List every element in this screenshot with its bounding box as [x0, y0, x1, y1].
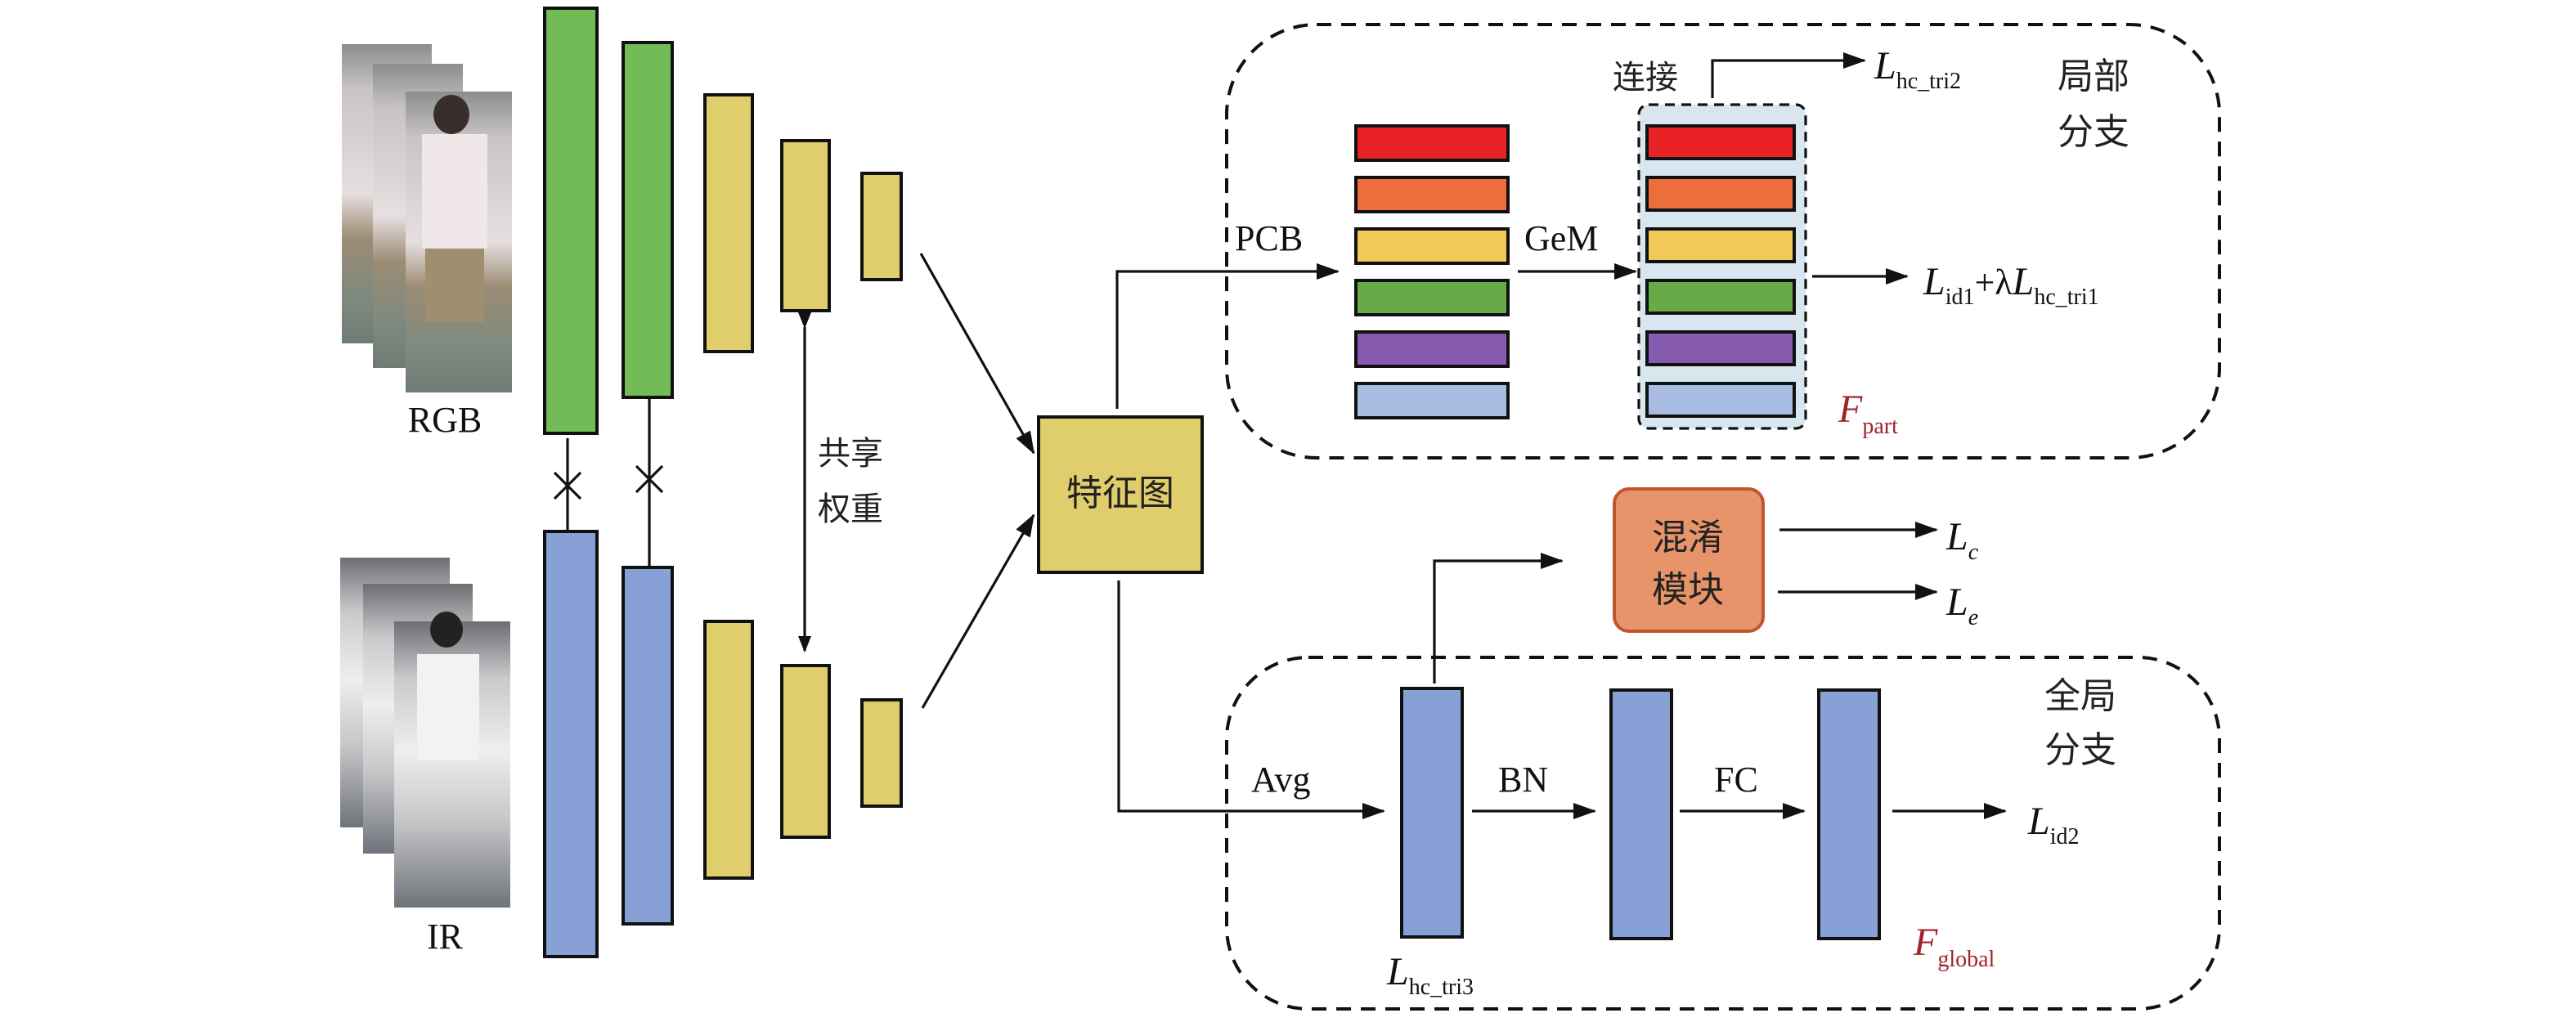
unshared-connectors — [553, 397, 664, 567]
person-shorts — [425, 249, 484, 322]
ir-label: IR — [427, 917, 464, 957]
confusion-module-label-2: 模块 — [1652, 569, 1724, 611]
rgb-stage-2 — [622, 41, 674, 399]
person-shirt — [422, 134, 487, 249]
shared-stage-3-rgb — [703, 93, 754, 353]
loss-hc-tri3: Lhc_tri3 — [1386, 950, 1474, 1000]
concat-label: 连接 — [1613, 59, 1678, 96]
ir-to-feature-arrow — [921, 513, 1035, 709]
person-head — [430, 612, 463, 648]
bn-label: BN — [1498, 760, 1548, 800]
local-branch-title-2: 分支 — [2058, 111, 2129, 153]
confusion-module-box — [1613, 487, 1765, 633]
rgb-stage-1 — [543, 7, 599, 435]
ir-stage-2 — [622, 566, 674, 926]
global-branch-title-2: 分支 — [2044, 729, 2116, 771]
pcb-stripe-5 — [1354, 330, 1510, 368]
pcb-stripe-3 — [1354, 227, 1510, 265]
bn-feature — [1609, 688, 1673, 940]
ir-stage-1 — [543, 530, 599, 958]
global-pooled-feature — [1400, 687, 1464, 939]
loss-hc-tri2: Lhc_tri2 — [1874, 44, 1961, 94]
rgb-label: RGB — [408, 400, 482, 440]
feature-map-label: 特征图 — [1066, 473, 1174, 514]
shared-stage-4-rgb — [780, 139, 831, 312]
feature-to-avg-arrow — [1117, 580, 1385, 819]
person-head — [433, 95, 469, 134]
confusion-module-label-1: 混淆 — [1652, 517, 1724, 558]
gem-stripe-3 — [1645, 227, 1796, 263]
ir-image-stack — [340, 558, 510, 908]
shared-weights-label-1: 共享 — [818, 435, 883, 473]
pcb-stripes — [1354, 124, 1510, 419]
local-branch-title-1: 局部 — [2058, 56, 2129, 97]
feature-to-pcb-arrow — [1115, 263, 1340, 409]
gem-stripes — [1645, 124, 1796, 418]
fc-label: FC — [1714, 760, 1758, 800]
avg-label: Avg — [1251, 760, 1311, 800]
pcb-stripe-4 — [1354, 279, 1510, 316]
local-branch-container — [1225, 23, 2221, 459]
f-part-label: Fpart — [1838, 388, 1898, 439]
concat-to-loss-arrow — [1711, 52, 1866, 98]
gem-stripe-2 — [1645, 176, 1796, 212]
pcb-stripe-2 — [1354, 176, 1510, 213]
shared-stage-3-ir — [703, 620, 754, 880]
loss-id2: Lid2 — [2027, 800, 2079, 849]
person-shirt — [417, 654, 479, 760]
loss-id1-hc-tri1: Lid1+λLhc_tri1 — [1923, 260, 2099, 310]
feature-map-box — [1037, 415, 1204, 574]
pooled-to-confusion-arrow — [1433, 553, 1564, 684]
global-branch-title-1: 全局 — [2044, 675, 2116, 717]
loss-c: Lc — [1945, 515, 1979, 565]
gem-stripe-5 — [1645, 330, 1796, 366]
shared-weights-label-2: 权重 — [818, 491, 883, 528]
gem-stripe-6 — [1645, 382, 1796, 418]
pcb-stripe-1 — [1354, 124, 1510, 162]
pcb-stripe-6 — [1354, 382, 1510, 419]
rgb-image-stack — [342, 44, 512, 392]
gem-stripe-1 — [1645, 124, 1796, 160]
gem-stripe-4 — [1645, 279, 1796, 315]
shared-stage-4-ir — [780, 664, 831, 839]
pcb-label: PCB — [1235, 218, 1303, 258]
f-global-label: Fglobal — [1913, 921, 1995, 972]
gem-label: GeM — [1524, 218, 1598, 258]
loss-e: Le — [1945, 580, 1978, 630]
shared-stage-5-rgb — [860, 172, 903, 281]
fc-feature — [1817, 688, 1881, 940]
rgb-to-feature-arrow — [919, 253, 1035, 455]
shared-stage-5-ir — [860, 698, 903, 808]
